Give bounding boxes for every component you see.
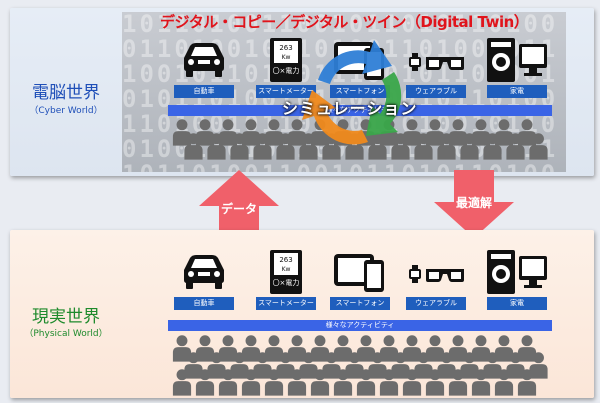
- physical-people-crowd-icon: [172, 335, 548, 396]
- physical-activity-bar: 様々なアクティビティ: [168, 320, 552, 331]
- digital-twin-headline: デジタル・コピー／デジタル・ツイン（Digital Twin）: [160, 13, 529, 31]
- device-label: スマートメーター: [256, 297, 316, 310]
- data-arrow-label: データ: [221, 202, 258, 216]
- physical-world-subtitle: （Physical World）: [24, 329, 108, 339]
- person-icon: [494, 119, 514, 146]
- device-label: 家電: [487, 85, 547, 98]
- data-up-arrow: [199, 170, 279, 238]
- device-label: 自動車: [174, 85, 234, 98]
- person-icon: [172, 119, 192, 146]
- cyber-world-title: 電脳世界: [32, 83, 100, 103]
- appliance-icon: [487, 38, 547, 82]
- device-label: 自動車: [174, 297, 234, 310]
- device-label: ウェアラブル: [406, 85, 466, 98]
- optimal-solution-arrow-label: 最適解: [456, 196, 493, 210]
- person-icon: [264, 119, 284, 146]
- car-icon: [174, 38, 234, 82]
- person-icon: [471, 119, 491, 146]
- simulation-label: シミュレーション: [282, 99, 418, 118]
- wearable-icon: [406, 250, 466, 294]
- appliance-icon: [487, 250, 547, 294]
- person-icon: [517, 119, 537, 146]
- person-icon: [448, 119, 468, 146]
- smartphone-tablet-icon: [330, 250, 390, 294]
- optimal-solution-down-arrow: [434, 170, 514, 238]
- device-label: ウェアラブル: [406, 297, 466, 310]
- person-icon: [218, 119, 238, 146]
- person-icon: [241, 119, 261, 146]
- cyber-world-subtitle: （Cyber World）: [29, 106, 103, 116]
- device-label: スマートフォン: [330, 85, 390, 98]
- physical-world-title: 現実世界: [32, 307, 100, 327]
- device-label: 家電: [487, 297, 547, 310]
- person-icon: [195, 119, 215, 146]
- smart-meter-icon: [256, 250, 316, 294]
- car-icon: [174, 250, 234, 294]
- device-label: スマートメーター: [256, 85, 316, 98]
- device-label: スマートフォン: [330, 297, 390, 310]
- cyber-activity-bar: 様々なアクティビティ: [168, 105, 552, 116]
- person-icon: [425, 119, 445, 146]
- cycle-arrows-icon: [302, 40, 402, 145]
